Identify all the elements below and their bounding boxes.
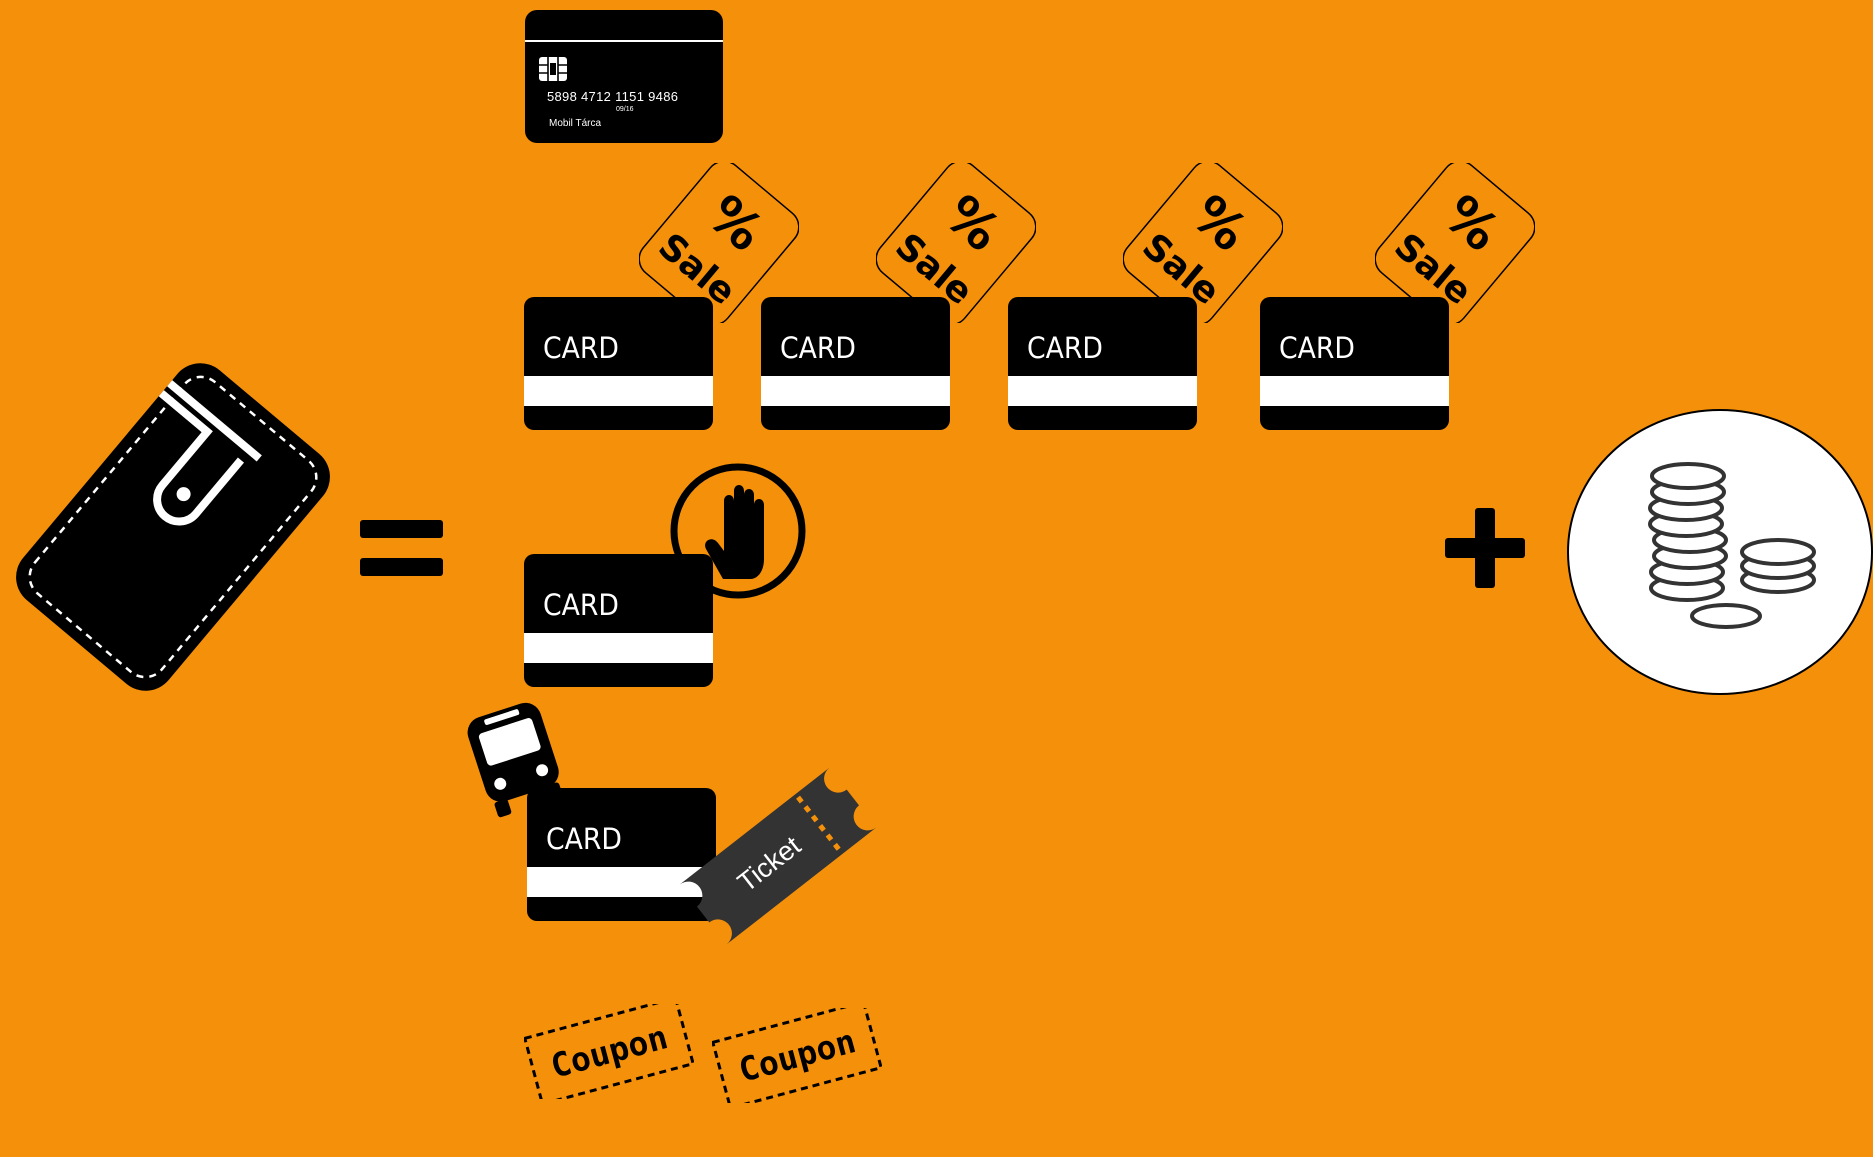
card-stripe (761, 376, 950, 406)
blocked-card: CARD (524, 554, 713, 687)
loyalty-card: CARD (761, 297, 950, 430)
card-label: CARD (780, 331, 856, 365)
transit-card: CARD (527, 788, 716, 921)
card-label: CARD (546, 822, 622, 856)
ticket-icon: Ticket (679, 767, 877, 945)
card-label: CARD (543, 588, 619, 622)
credit-card-number: 5898 4712 1151 9486 (547, 89, 679, 104)
equals-icon (360, 520, 443, 576)
coupon-icon: Coupon (712, 1008, 882, 1103)
credit-card-holder: Mobil Tárca (549, 118, 602, 129)
credit-card-expiry: 09/16 (616, 106, 634, 113)
card-stripe (1260, 376, 1449, 406)
card-stripe (524, 376, 713, 406)
plus-icon (1445, 508, 1525, 588)
credit-card: 5898 4712 1151 9486 09/16 Mobil Tárca (525, 10, 723, 143)
card-label: CARD (1027, 331, 1103, 365)
card-label: CARD (543, 331, 619, 365)
credit-card-stripe (525, 40, 723, 42)
sale-tag-icon: % Sale (876, 163, 1036, 323)
card-label: CARD (1279, 331, 1355, 365)
loyalty-card: CARD (1008, 297, 1197, 430)
coins-icon (1567, 409, 1873, 695)
credit-card-chip-icon (539, 57, 567, 81)
bus-icon (467, 702, 563, 818)
card-stripe (524, 633, 713, 663)
coupon-icon: Coupon (524, 1004, 694, 1099)
card-stripe (1008, 376, 1197, 406)
loyalty-card: CARD (1260, 297, 1449, 430)
loyalty-card: CARD (524, 297, 713, 430)
wallet-icon (16, 363, 330, 691)
